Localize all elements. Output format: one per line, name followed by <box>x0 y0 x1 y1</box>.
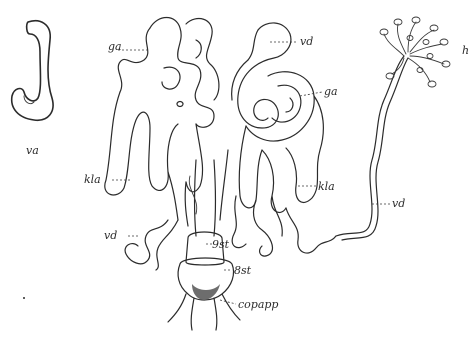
va-figure <box>12 21 53 120</box>
label-ga-right: ga <box>324 85 338 98</box>
left-kla-gland <box>105 92 203 226</box>
copulatory-apparatus <box>168 232 240 330</box>
label-copapp: copapp <box>238 298 278 311</box>
label-vd-right: vd <box>392 197 405 210</box>
label-8st: 8st <box>234 264 252 277</box>
labels: va ga vd ga kla kla vd vd 9st 8st copapp… <box>26 35 469 311</box>
label-9st: 9st <box>212 238 230 251</box>
left-gland-mass <box>118 18 219 128</box>
label-ga-left: ga <box>108 40 122 53</box>
label-vd-top: vd <box>300 35 313 48</box>
hermaphroditic-gland <box>380 17 450 87</box>
label-h: h <box>462 44 469 57</box>
label-va: va <box>26 144 39 157</box>
label-kla-left: kla <box>84 173 101 186</box>
right-vas-deferens <box>336 56 408 240</box>
label-kla-right: kla <box>318 180 335 193</box>
label-vd-left: vd <box>104 229 117 242</box>
stray-dot <box>23 297 25 299</box>
coiled-ducts <box>125 196 336 270</box>
